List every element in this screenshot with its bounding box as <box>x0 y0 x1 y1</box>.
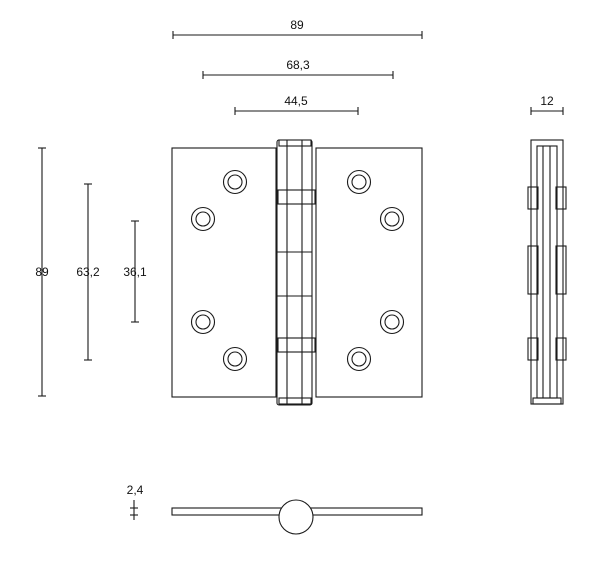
screw-hole <box>379 309 405 335</box>
hinge-leaf-left <box>171 147 277 398</box>
screw-hole <box>190 206 216 232</box>
dimension-label-inner-hole-spacing: 44,5 <box>284 94 308 108</box>
dimension-inner-hole-spacing: 44,5 <box>234 94 359 115</box>
dimension-label-thickness: 12 <box>540 94 554 108</box>
dimension-plate-thickness: 2,4 <box>127 483 144 520</box>
hinge-bottom-view <box>171 499 423 535</box>
dimension-label-outer-hole-spacing: 68,3 <box>286 58 310 72</box>
dimension-label-overall-width: 89 <box>290 18 304 32</box>
dimension-label-inner-hole-height: 36,1 <box>123 265 147 279</box>
hinge-knuckle <box>276 139 316 406</box>
screw-hole <box>222 346 248 372</box>
hinge-side-view <box>527 139 567 405</box>
dimension-label-plate-thickness: 2,4 <box>127 483 144 497</box>
screw-hole <box>346 346 372 372</box>
dimension-outer-hole-height: 63,2 <box>76 183 100 361</box>
dimension-inner-hole-height: 36,1 <box>123 220 147 323</box>
screw-hole <box>190 309 216 335</box>
dimension-label-outer-hole-height: 63,2 <box>76 265 100 279</box>
dimension-label-overall-height: 89 <box>35 265 49 279</box>
screw-hole <box>379 206 405 232</box>
dimension-overall-height: 89 <box>35 147 49 397</box>
hinge-front-view <box>171 139 423 406</box>
dimension-thickness: 12 <box>530 94 564 115</box>
screw-hole <box>346 169 372 195</box>
dimension-overall-width: 89 <box>172 18 423 39</box>
screw-hole <box>222 169 248 195</box>
dimension-outer-hole-spacing: 68,3 <box>202 58 394 79</box>
hinge-leaf-right <box>315 147 423 398</box>
